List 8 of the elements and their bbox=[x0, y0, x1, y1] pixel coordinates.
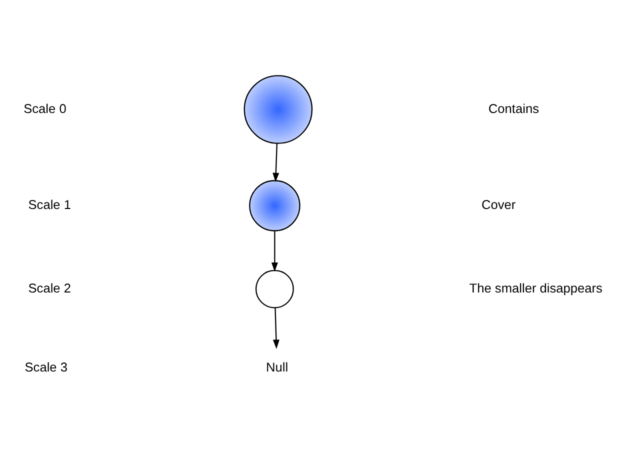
label: Scale 2 bbox=[28, 280, 72, 295]
label: Scale 3 bbox=[24, 359, 68, 374]
node-text: Null bbox=[266, 359, 288, 374]
label: Scale 1 bbox=[28, 196, 72, 212]
label: The smaller disappears bbox=[469, 280, 602, 295]
label: Cover bbox=[481, 196, 516, 212]
label: Contains bbox=[488, 100, 540, 116]
label: Scale 0 bbox=[24, 100, 66, 116]
